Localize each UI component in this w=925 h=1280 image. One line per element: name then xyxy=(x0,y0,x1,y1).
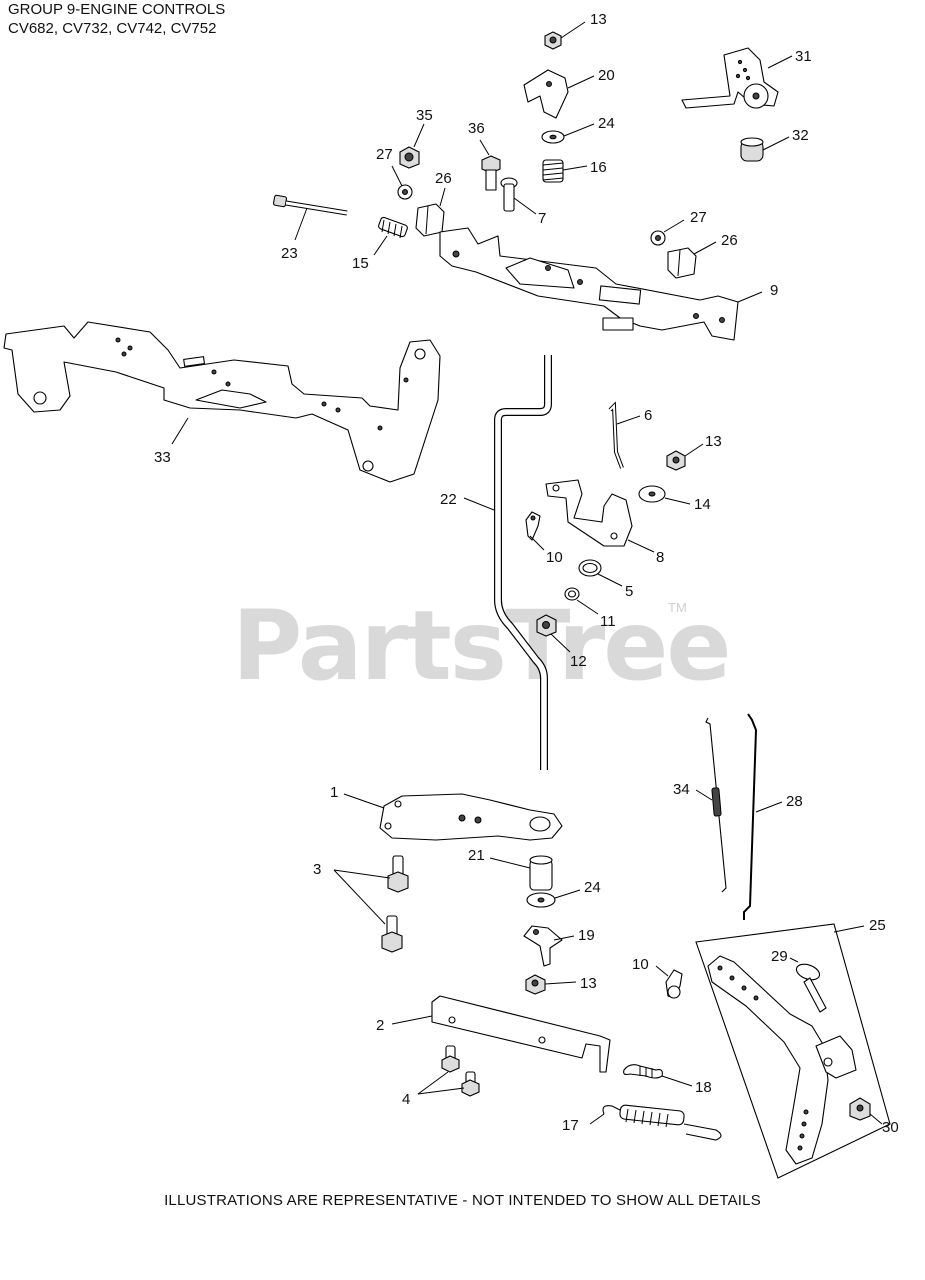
part-24-washer-top[interactable] xyxy=(541,123,595,144)
callout-26-right[interactable]: 26 xyxy=(721,232,738,249)
part-12-nut[interactable] xyxy=(536,614,571,653)
callout-11[interactable]: 11 xyxy=(600,613,616,630)
callout-7[interactable]: 7 xyxy=(538,210,546,227)
part-10-clip-mid[interactable] xyxy=(525,511,545,551)
part-26-clip-left[interactable] xyxy=(415,187,446,237)
callout-32[interactable]: 32 xyxy=(792,127,809,144)
part-2-bar[interactable] xyxy=(391,995,611,1073)
part-3-bolts[interactable] xyxy=(333,855,409,953)
part-13-nut-lower[interactable] xyxy=(525,974,577,995)
part-9-control-plate[interactable] xyxy=(439,227,763,341)
callout-19[interactable]: 19 xyxy=(578,927,595,944)
callout-23[interactable]: 23 xyxy=(281,245,298,262)
part-11-washer[interactable] xyxy=(564,587,599,615)
callout-3[interactable]: 3 xyxy=(313,861,321,878)
part-5-ring[interactable] xyxy=(578,559,623,587)
part-29-pin[interactable] xyxy=(789,957,827,1013)
callout-12[interactable]: 12 xyxy=(570,653,587,670)
part-19-lever[interactable] xyxy=(523,925,575,967)
part-4-bolts[interactable] xyxy=(417,1045,480,1097)
part-36-bolt[interactable] xyxy=(479,139,501,191)
part-21-bushing[interactable] xyxy=(489,855,553,891)
part-27-screw-left[interactable] xyxy=(391,165,413,200)
callout-34[interactable]: 34 xyxy=(673,781,690,798)
callout-16[interactable]: 16 xyxy=(590,159,607,176)
watermark-logo: PartsTree xyxy=(232,590,731,702)
callout-24[interactable]: 24 xyxy=(598,115,615,132)
part-17-extension-spring[interactable] xyxy=(589,1104,722,1141)
part-16-spring[interactable] xyxy=(542,159,588,183)
callout-20[interactable]: 20 xyxy=(598,67,615,84)
part-18-spring[interactable] xyxy=(623,1064,693,1087)
callout-22[interactable]: 22 xyxy=(440,491,457,508)
part-22-control-rod[interactable] xyxy=(463,355,552,770)
part-10-clip-lower[interactable] xyxy=(655,965,683,999)
part-13-nut-top[interactable] xyxy=(544,21,586,50)
part-33-mounting-bracket[interactable] xyxy=(3,321,441,483)
part-6-link[interactable] xyxy=(608,401,641,469)
callout-27[interactable]: 27 xyxy=(376,146,393,163)
callout-10[interactable]: 10 xyxy=(546,549,563,566)
part-23-long-pin[interactable] xyxy=(272,194,348,241)
disclaimer-footer: ILLUSTRATIONS ARE REPRESENTATIVE - NOT I… xyxy=(164,1192,761,1209)
callout-35[interactable]: 35 xyxy=(416,107,433,124)
callout-30[interactable]: 30 xyxy=(882,1119,899,1136)
callout-25[interactable]: 25 xyxy=(869,917,886,934)
callout-9[interactable]: 9 xyxy=(770,282,778,299)
callout-4[interactable]: 4 xyxy=(402,1091,410,1108)
part-27-screw-right[interactable] xyxy=(650,219,685,246)
callout-17[interactable]: 17 xyxy=(562,1117,579,1134)
part-30-nut[interactable] xyxy=(849,1097,883,1125)
part-14-washer[interactable] xyxy=(638,485,691,505)
diagram-title: GROUP 9-ENGINE CONTROLS xyxy=(8,1,226,18)
callout-36[interactable]: 36 xyxy=(468,120,485,137)
callout-29[interactable]: 29 xyxy=(771,948,788,965)
callout-13[interactable]: 13 xyxy=(590,11,607,28)
callout-18[interactable]: 18 xyxy=(695,1079,712,1096)
part-1-plate[interactable] xyxy=(343,793,563,841)
callout-13-lower[interactable]: 13 xyxy=(580,975,597,992)
callout-5[interactable]: 5 xyxy=(625,583,633,600)
part-20-throttle-bracket[interactable] xyxy=(523,69,595,119)
part-28-rod[interactable] xyxy=(743,713,783,920)
callout-31[interactable]: 31 xyxy=(795,48,812,65)
callout-24-lower[interactable]: 24 xyxy=(584,879,601,896)
watermark-trademark: TM xyxy=(668,600,687,615)
part-26-clip-right[interactable] xyxy=(667,241,717,279)
callout-27-right[interactable]: 27 xyxy=(690,209,707,226)
part-25-lever-assembly[interactable] xyxy=(695,923,891,1179)
part-34-spring-rod[interactable] xyxy=(695,717,727,893)
part-15-spring[interactable] xyxy=(373,216,408,256)
callout-2[interactable]: 2 xyxy=(376,1017,384,1034)
part-7-pin[interactable] xyxy=(500,177,537,215)
diagram-header: GROUP 9-ENGINE CONTROLS CV682, CV732, CV… xyxy=(8,0,225,38)
part-24-washer-lower[interactable] xyxy=(526,889,581,908)
callout-13-mid[interactable]: 13 xyxy=(705,433,722,450)
model-list: CV682, CV732, CV742, CV752 xyxy=(8,20,217,37)
callout-1[interactable]: 1 xyxy=(330,784,338,801)
callout-15[interactable]: 15 xyxy=(352,255,369,272)
callout-14[interactable]: 14 xyxy=(694,496,711,513)
part-31-control-lever[interactable] xyxy=(681,47,793,109)
callout-28[interactable]: 28 xyxy=(786,793,803,810)
callout-21[interactable]: 21 xyxy=(468,847,485,864)
callout-33[interactable]: 33 xyxy=(154,449,171,466)
part-35-bolt[interactable] xyxy=(399,123,425,169)
callout-6[interactable]: 6 xyxy=(644,407,652,424)
callout-26[interactable]: 26 xyxy=(435,170,452,187)
callout-10-lower[interactable]: 10 xyxy=(632,956,649,973)
part-8-bracket[interactable] xyxy=(545,479,655,553)
part-32-bushing[interactable] xyxy=(740,136,790,162)
part-13-nut-mid[interactable] xyxy=(666,443,704,471)
callout-8[interactable]: 8 xyxy=(656,549,664,566)
